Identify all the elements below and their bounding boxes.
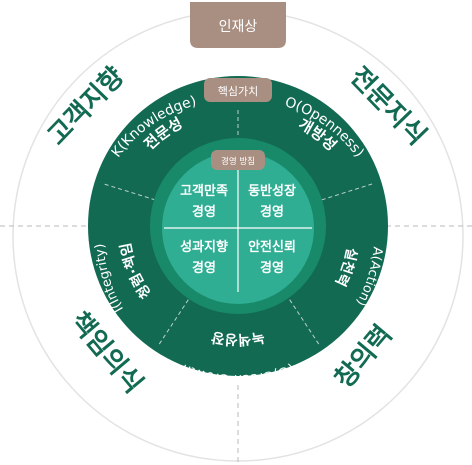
policy-q3-line1: 성과지향 <box>180 239 228 255</box>
policy-q1-line2: 경영 <box>192 204 216 220</box>
policy-q2-line2: 경영 <box>260 204 284 220</box>
talent-tab <box>190 2 286 48</box>
spoke-left <box>103 183 163 203</box>
spoke-bottom-right <box>281 287 321 347</box>
policy-tab-label: 경영 방침 <box>221 156 255 167</box>
spoke-bottom-left <box>157 287 197 347</box>
policy-q4-line1: 안전신뢰 <box>248 239 296 255</box>
core-value-tab <box>204 78 272 102</box>
policy-q1-line1: 고객만족 <box>180 183 228 199</box>
talent-tab-label: 인재상 <box>219 19 258 35</box>
policy-q4-line2: 경영 <box>260 260 284 276</box>
spoke-right <box>314 183 373 203</box>
policy-q2-line1: 동반성장 <box>248 183 296 199</box>
core-value-tab-label: 핵심가치 <box>218 85 258 98</box>
policy-q3-line2: 경영 <box>192 260 216 276</box>
policy-tab <box>211 150 265 170</box>
